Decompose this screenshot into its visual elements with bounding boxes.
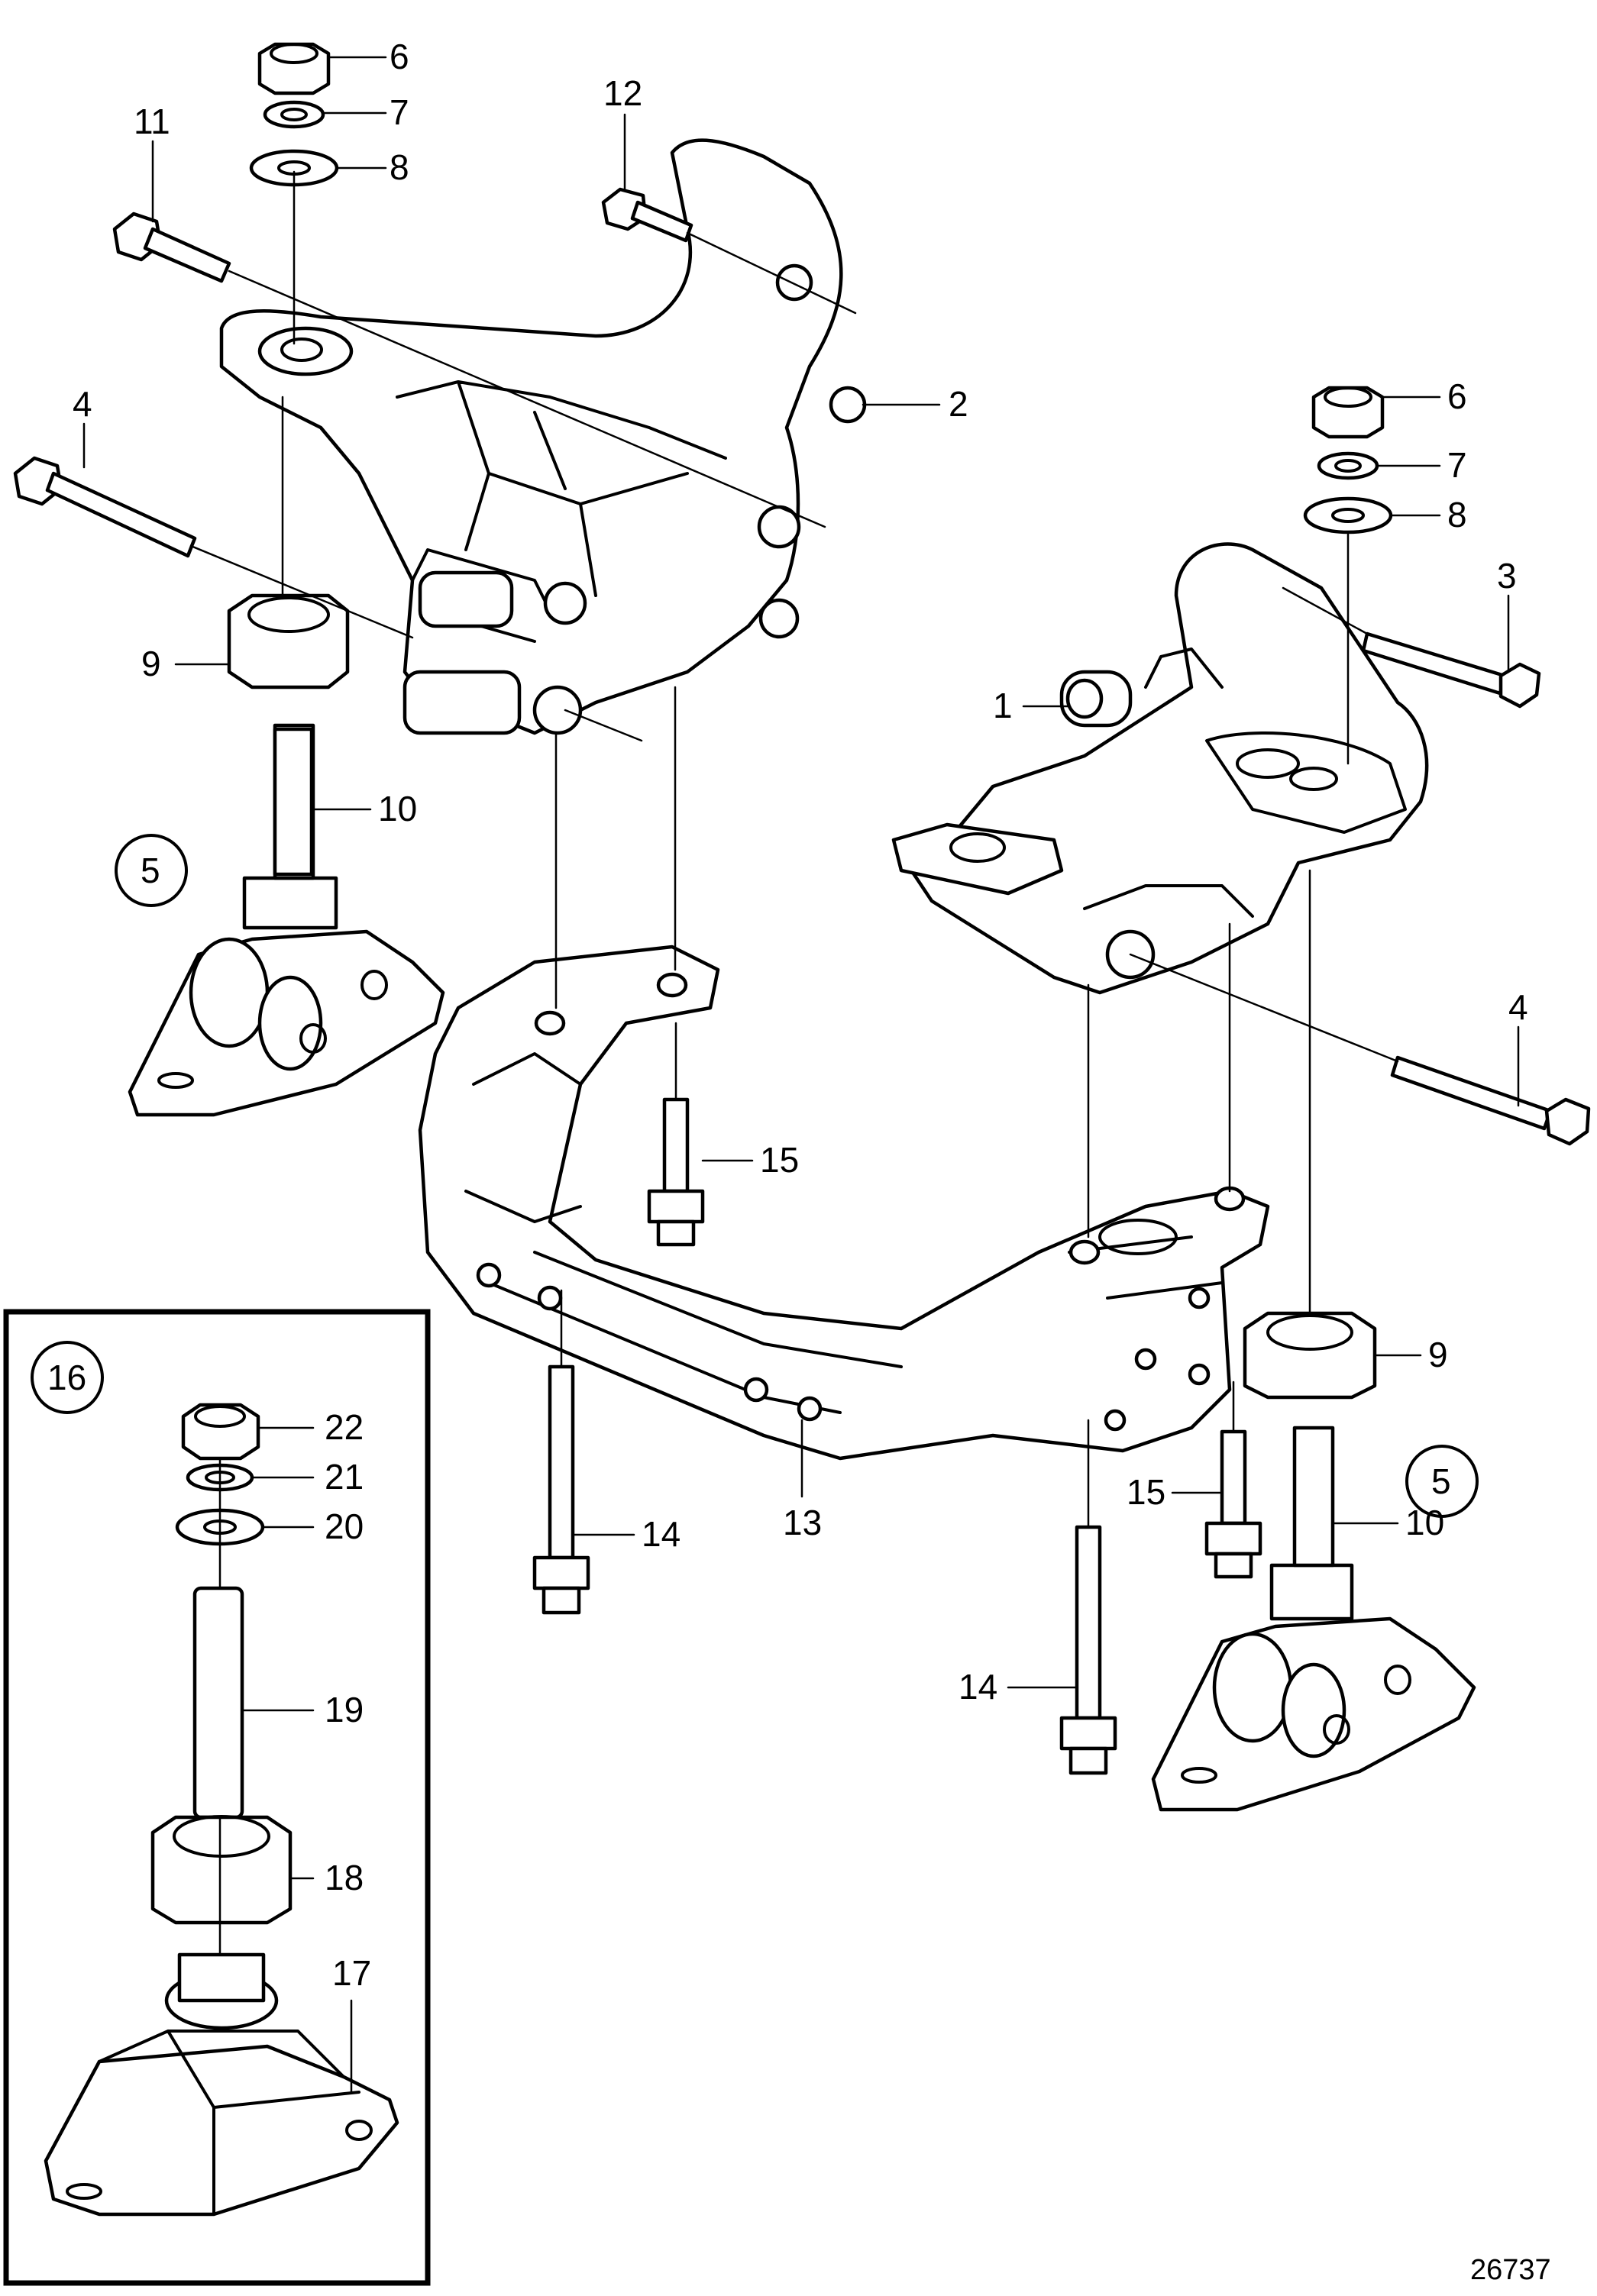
bolt-15-right (1204, 1429, 1262, 1579)
callout-4-left: 4 (73, 384, 92, 424)
nut-washer-stack-left (249, 42, 339, 187)
callout-10-right: 10 (1405, 1503, 1444, 1542)
engine-bracket-right (891, 542, 1429, 995)
bolt-14-left (532, 1364, 590, 1615)
callout-22: 22 (325, 1407, 364, 1447)
callout-9-left: 9 (141, 644, 161, 683)
bolt-11 (112, 212, 231, 283)
bolt-12 (601, 187, 693, 243)
callout-4-right: 4 (1508, 987, 1528, 1027)
hex-nut-9-right (1243, 1311, 1377, 1400)
callout-6-right: 6 (1447, 376, 1467, 416)
callout-12: 12 (603, 73, 642, 113)
cross-member (418, 945, 1270, 1461)
callout-5-right-circle (1405, 1445, 1479, 1518)
callout-15-left: 15 (760, 1140, 799, 1180)
bolt-4-left (13, 456, 197, 558)
callout-3: 3 (1497, 556, 1517, 596)
nut-washer-stack-right (1303, 386, 1393, 534)
callout-2: 2 (949, 384, 968, 424)
callout-1: 1 (993, 686, 1013, 725)
callout-16: 16 (47, 1358, 86, 1397)
callout-14-right: 14 (959, 1667, 997, 1707)
callout-5-left: 5 (141, 851, 160, 890)
callout-19: 19 (325, 1690, 364, 1729)
callout-8-left: 8 (390, 147, 409, 187)
bolt-15-left (647, 1097, 705, 1247)
inset-mount-17 (44, 1952, 399, 2217)
callout-16-circle (31, 1341, 104, 1414)
callout-5-right: 5 (1431, 1461, 1451, 1501)
stud-10-left (273, 727, 314, 877)
callout-5-left-circle (115, 834, 188, 907)
callout-9-right: 9 (1428, 1335, 1448, 1374)
hex-nut-9-left (227, 593, 350, 689)
callout-10-left: 10 (378, 789, 417, 828)
drawing-number: 26737 (1470, 2254, 1551, 2286)
callout-17: 17 (332, 1953, 371, 1993)
inset-nut-22 (181, 1403, 260, 1461)
bolt-14-right (1059, 1525, 1117, 1775)
inset-box (3, 1309, 431, 2286)
callout-7-left: 7 (390, 92, 409, 132)
callout-20: 20 (325, 1506, 364, 1546)
callout-11: 11 (134, 102, 170, 141)
leader-lines (82, 56, 1520, 2094)
callout-15-right: 15 (1127, 1472, 1165, 1512)
callout-13: 13 (783, 1503, 822, 1542)
alignment-lines (189, 170, 1399, 1529)
callout-21: 21 (325, 1457, 364, 1497)
callout-18: 18 (325, 1858, 364, 1897)
rubber-mount-right (1151, 1426, 1476, 1812)
bolt-3 (1361, 631, 1541, 709)
engine-bracket-left (219, 138, 867, 735)
callout-8-right: 8 (1447, 495, 1467, 534)
callout-labels: 6 7 8 11 12 2 4 9 10 5 6 7 8 3 1 4 9 5 1… (31, 37, 1551, 2286)
callout-7-right: 7 (1447, 445, 1467, 485)
callout-6-left: 6 (390, 37, 409, 76)
bolt-4-right (1390, 1055, 1591, 1146)
inset-stud-19 (192, 1586, 244, 1820)
inset-nut-18 (150, 1815, 293, 1925)
callout-14-left: 14 (642, 1514, 681, 1554)
